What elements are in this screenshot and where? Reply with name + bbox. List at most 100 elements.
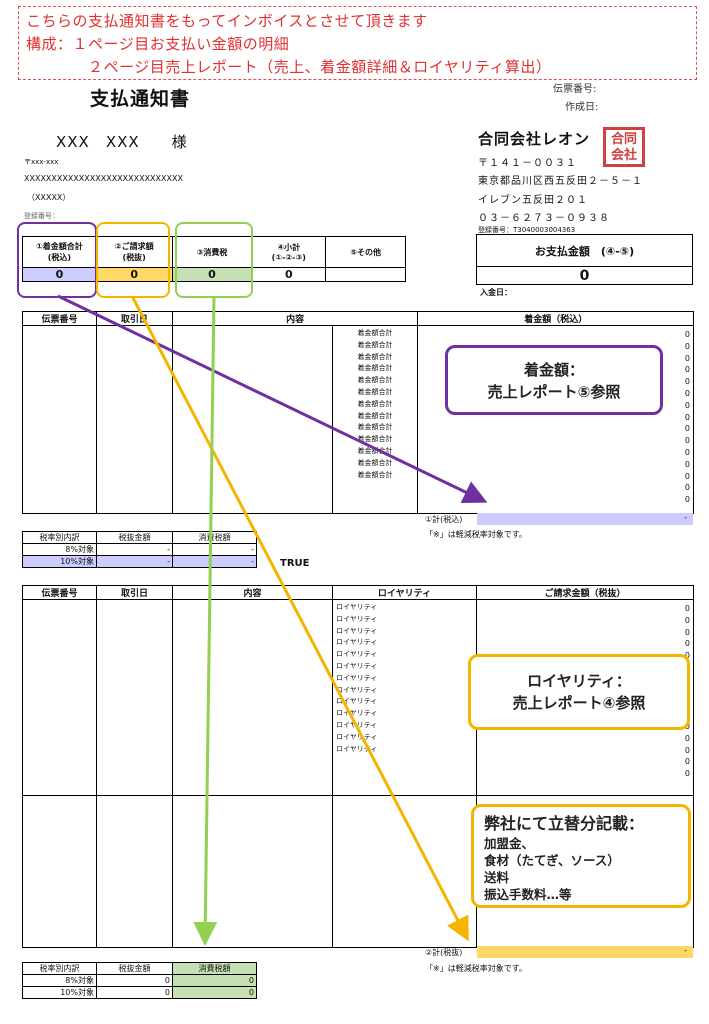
- t1-amount-row: 0: [684, 388, 690, 398]
- note-box: [18, 6, 697, 80]
- t2-item-row: ロイヤリティ: [336, 732, 378, 741]
- t1-amount-row: 0: [684, 483, 690, 493]
- t1-amount-row: 0: [684, 330, 690, 339]
- t2-note: 「※」は軽減税率対象です。: [425, 964, 527, 973]
- t1-total-value: -: [477, 513, 693, 525]
- t2-item-row: ロイヤリティ: [336, 614, 378, 623]
- t1-amount-row: 0: [684, 459, 690, 469]
- summary-value-2: 0: [95, 267, 173, 282]
- customer-zip: 〒xxx-xxx: [24, 158, 59, 166]
- callout-deposit-line1: 着金額：: [523, 361, 584, 379]
- green-arrow: [193, 295, 218, 946]
- summary-header-5: ⑤その他: [325, 236, 406, 268]
- t1-amount-row: 0: [684, 424, 690, 434]
- t1-item-row: 着金額合計: [357, 364, 393, 373]
- t1-item-row: 着金額合計: [357, 470, 393, 479]
- callout-royalty-line1: ロイヤリティ：: [527, 672, 631, 690]
- t2-item-row: ロイヤリティ: [336, 650, 378, 659]
- t1-item-row: 着金額合計: [357, 376, 393, 385]
- t2-header-royalty: ロイヤリティ: [332, 585, 477, 600]
- t2-total-label: ②計(税抜): [425, 948, 463, 957]
- company-zip: 〒１４１－００３１: [478, 158, 577, 169]
- t2-item-row: ロイヤリティ: [336, 603, 378, 611]
- t2-item-row: ロイヤリティ: [336, 661, 378, 670]
- true-label: TRUE: [280, 558, 310, 569]
- callout-advance: 弊社にて立替分記載： 加盟金、 食材（たてぎ、ソース） 送料 振込手数料…等: [471, 804, 691, 908]
- t2-total-value: -: [477, 946, 693, 958]
- customer-name: XXX XXX 様: [56, 133, 188, 151]
- t2-extra-cell-2: [96, 795, 173, 948]
- callout-advance-line4: 振込手数料…等: [484, 887, 572, 902]
- summary-header-3: ③消費税: [171, 236, 253, 268]
- t1-amount-row: 0: [684, 400, 690, 410]
- company-registration: 登録番号：T3040003004363: [478, 226, 576, 234]
- tax-table-2: 税率別内訳 税抜金額 消費税額 8%対象 0 0 10%対象 0 0: [22, 962, 257, 999]
- t1-amount-row: 0: [684, 447, 690, 457]
- t1-amount-row: 0: [684, 412, 690, 422]
- t2-item-row: ロイヤリティ: [336, 709, 378, 718]
- slip-number-label: 伝票番号:: [553, 84, 597, 95]
- payment-table: お支払金額 (④-⑤) 0: [476, 234, 693, 285]
- t1-item-row: 着金額合計: [357, 458, 393, 467]
- t1-total-label: ①計(税込): [425, 515, 463, 524]
- t1-amount-row: 0: [684, 377, 690, 387]
- t1-header-slip: 伝票番号: [22, 311, 97, 326]
- t1-item-row: 着金額合計: [357, 423, 393, 432]
- t1-item-row: 着金額合計: [357, 352, 393, 361]
- callout-royalty: ロイヤリティ： 売上レポート④参照: [468, 654, 690, 730]
- callout-advance-line1: 加盟金、: [484, 836, 535, 851]
- t2-amount-row: 0: [684, 615, 690, 625]
- summary-value-3: 0: [171, 267, 253, 282]
- callout-advance-line3: 送料: [484, 870, 510, 885]
- t1-amount-row: 0: [684, 353, 690, 363]
- t2-amount-row: 0: [684, 757, 690, 767]
- t1-amount-row: 0: [684, 341, 690, 351]
- t1-item-row: 着金額合計: [357, 435, 393, 444]
- company-address-1: 東京都品川区西五反田２－５－１: [478, 176, 643, 187]
- t2-item-row: ロイヤリティ: [336, 626, 378, 635]
- payment-header: お支払金額 (④-⑤): [476, 234, 693, 267]
- payment-value: 0: [476, 266, 693, 285]
- t1-item-row: 着金額合計: [357, 329, 393, 337]
- callout-advance-line2: 食材（たてぎ、ソース）: [484, 853, 620, 868]
- t2-item-row: ロイヤリティ: [336, 673, 378, 682]
- created-date-label: 作成日:: [565, 102, 599, 113]
- callout-royalty-line2: 売上レポート④参照: [512, 694, 646, 712]
- tax-table-1: 税率別内訳 税抜金額 消費税額 8%対象 - - 10%対象 - -: [22, 531, 257, 568]
- t2-slip-cell: [22, 599, 97, 796]
- callout-deposit-line2: 売上レポート⑤参照: [487, 383, 621, 401]
- summary-value-5: [325, 267, 406, 282]
- company-seal-stamp: 合同会社: [603, 127, 645, 167]
- t1-amount-row: 0: [684, 471, 690, 481]
- note-line-3: ２ページ目売上レポート（売上、着金額詳細＆ロイヤリティ算出）: [88, 58, 552, 76]
- note-line-1: こちらの支払通知書をもってインボイスとさせて頂きます: [26, 12, 428, 30]
- t2-items-cell: ロイヤリティロイヤリティロイヤリティロイヤリティロイヤリティロイヤリティロイヤリ…: [332, 599, 477, 796]
- page-title: 支払通知書: [90, 88, 191, 110]
- t1-item-row: 着金額合計: [357, 387, 393, 396]
- t2-item-row: ロイヤリティ: [336, 744, 378, 753]
- t2-amount-row: 0: [684, 745, 690, 755]
- summary-header-1: ①着金額合計 (税込): [22, 236, 97, 268]
- company-name: 合同会社レオン: [478, 130, 591, 148]
- t2-amount-row: 0: [684, 651, 690, 661]
- company-tel: ０３－６２７３－０９３８: [478, 213, 610, 224]
- customer-building: （XXXXX）: [27, 193, 71, 202]
- t2-amount-row: 0: [684, 604, 690, 613]
- t1-item-row: 着金額合計: [357, 399, 393, 408]
- t1-amount-row: 0: [684, 495, 690, 505]
- payment-date-label: 入金日：: [480, 288, 512, 297]
- summary-table: ①着金額合計 (税込) ②ご請求額 (税抜) ③消費税 ④小計 (①-②-③) …: [22, 236, 406, 282]
- t2-amount-row: 0: [684, 769, 690, 779]
- callout-advance-heading: 弊社にて立替分記載：: [484, 814, 645, 833]
- royalty-table: 伝票番号 取引日 内容 ロイヤリティ ご請求金額（税抜） ロイヤリティロイヤリテ…: [22, 585, 694, 948]
- t1-amount-row: 0: [684, 365, 690, 375]
- customer-registration-label: 登録番号：: [24, 212, 59, 220]
- t2-item-row: ロイヤリティ: [336, 685, 378, 694]
- callout-deposit: 着金額： 売上レポート⑤参照: [445, 345, 663, 415]
- t1-header-content: 内容: [171, 311, 419, 326]
- t2-item-row: ロイヤリティ: [336, 697, 378, 706]
- t1-item-row: 着金額合計: [357, 411, 393, 420]
- t1-amount-row: 0: [684, 436, 690, 446]
- company-address-2: イレブン五反田２０１: [478, 195, 588, 206]
